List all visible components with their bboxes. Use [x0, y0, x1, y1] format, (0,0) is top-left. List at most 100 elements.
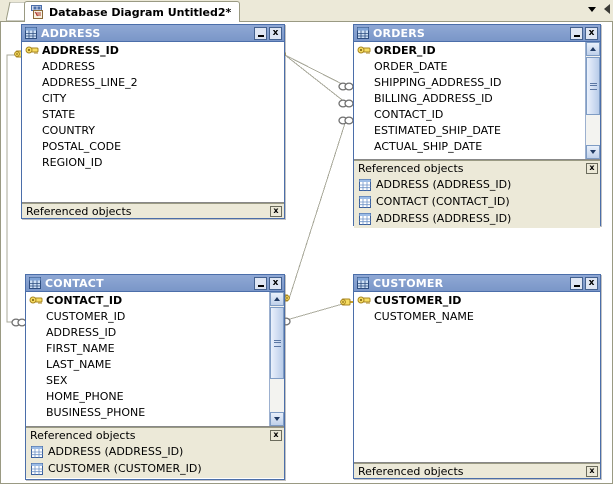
column-list: ORDER_ID ORDER_DATE SHIPPING_ADDRESS_ID …	[354, 42, 585, 155]
column-row[interactable]: ADDRESS_ID	[26, 325, 269, 341]
column-name: FIRST_NAME	[46, 342, 115, 355]
close-icon[interactable]: x	[586, 162, 598, 174]
table-title-bar[interactable]: CUSTOMER x	[354, 275, 600, 292]
scrollbar-thumb[interactable]	[586, 57, 600, 115]
column-row[interactable]: CONTACT_ID	[26, 293, 269, 309]
vertical-scrollbar[interactable]	[269, 292, 284, 426]
referenced-objects-bar: Referenced objects x	[354, 160, 600, 175]
referenced-object-item[interactable]: ADDRESS (ADDRESS_ID)	[354, 210, 600, 227]
close-button[interactable]: x	[585, 26, 598, 40]
primary-key-icon	[357, 294, 371, 308]
column-name: CUSTOMER_ID	[46, 310, 126, 323]
column-row[interactable]: ADDRESS_ID	[22, 43, 284, 59]
column-row[interactable]: CUSTOMER_ID	[26, 309, 269, 325]
column-row[interactable]: POSTAL_CODE	[22, 139, 284, 155]
column-row[interactable]: FIRST_NAME	[26, 341, 269, 357]
close-icon[interactable]: x	[586, 465, 598, 477]
referenced-object-item[interactable]: ADDRESS (ADDRESS_ID)	[26, 443, 284, 460]
relationship-line-customer-contact	[282, 302, 347, 322]
column-list: ADDRESS_ID ADDRESS ADDRESS_LINE_2 CITY S…	[22, 42, 284, 171]
key-slot-empty	[357, 310, 371, 324]
table-name: ORDERS	[373, 26, 426, 40]
table-window-address[interactable]: ADDRESS x ADDRESS_ID ADDRESS ADDRESS_LIN…	[21, 24, 285, 219]
column-name: ORDER_DATE	[374, 60, 448, 73]
referenced-object-item[interactable]: ADDRESS (ADDRESS_ID)	[354, 176, 600, 193]
column-name: ESTIMATED_SHIP_DATE	[374, 124, 501, 137]
referenced-object-item[interactable]: CUSTOMER (CUSTOMER_ID)	[26, 460, 284, 477]
scroll-up-button[interactable]	[270, 292, 284, 306]
relationship-line-contact-orders	[288, 119, 347, 300]
scrollbar-thumb[interactable]	[270, 307, 284, 379]
column-row[interactable]: ACTUAL_SHIP_DATE	[354, 139, 585, 155]
scroll-left-icon[interactable]	[604, 4, 610, 14]
close-button[interactable]: x	[269, 276, 282, 290]
column-name: POSTAL_CODE	[42, 140, 122, 153]
table-window-buttons: x	[254, 276, 282, 290]
minimize-button[interactable]	[570, 276, 583, 290]
table-title-bar[interactable]: ORDERS x	[354, 25, 600, 42]
table-columns-body: CONTACT_ID CUSTOMER_ID ADDRESS_ID FIRST_…	[26, 292, 284, 427]
close-button[interactable]: x	[585, 276, 598, 290]
column-row[interactable]: ORDER_DATE	[354, 59, 585, 75]
column-row[interactable]: CONTACT_ID	[354, 107, 585, 123]
table-window-orders[interactable]: ORDERS x ORDER_ID ORDER_DATE SHIPPING_AD…	[353, 24, 601, 228]
column-row[interactable]: REGION_ID	[22, 155, 284, 171]
close-icon[interactable]: x	[270, 205, 282, 217]
column-name: ADDRESS_LINE_2	[42, 76, 138, 89]
referenced-objects-label: Referenced objects	[30, 428, 136, 442]
chevron-down-icon[interactable]	[588, 6, 596, 12]
editor-tab-strip: Database Diagram Untitled2*	[0, 0, 613, 22]
table-window-contact[interactable]: CONTACT x CONTACT_ID CUSTOMER_ID ADDRESS…	[25, 274, 285, 480]
column-row[interactable]: HOME_PHONE	[26, 389, 269, 405]
minimize-button[interactable]	[254, 276, 267, 290]
diagram-canvas[interactable]: ADDRESS x ADDRESS_ID ADDRESS ADDRESS_LIN…	[0, 22, 613, 484]
referenced-objects-label: Referenced objects	[358, 464, 464, 478]
table-columns-body: ORDER_ID ORDER_DATE SHIPPING_ADDRESS_ID …	[354, 42, 600, 160]
scroll-down-button[interactable]	[586, 145, 600, 159]
table-window-buttons: x	[570, 26, 598, 40]
column-row[interactable]: ORDER_ID	[354, 43, 585, 59]
minimize-button[interactable]	[570, 26, 583, 40]
column-row[interactable]: CITY	[22, 91, 284, 107]
column-row[interactable]: ADDRESS_LINE_2	[22, 75, 284, 91]
column-row[interactable]: SHIPPING_ADDRESS_ID	[354, 75, 585, 91]
close-icon[interactable]: x	[270, 429, 282, 441]
close-button[interactable]: x	[269, 26, 282, 40]
column-name: BILLING_ADDRESS_ID	[374, 92, 493, 105]
relationship-line-address-orders-billing	[284, 54, 347, 104]
key-slot-empty	[357, 92, 371, 106]
vertical-scrollbar[interactable]	[585, 42, 600, 159]
table-columns-body: ADDRESS_ID ADDRESS ADDRESS_LINE_2 CITY S…	[22, 42, 284, 203]
referenced-objects-bar: Referenced objects x	[26, 427, 284, 442]
column-list: CUSTOMER_ID CUSTOMER_NAME	[354, 292, 600, 325]
column-row[interactable]: ADDRESS	[22, 59, 284, 75]
table-name: CUSTOMER	[373, 276, 444, 290]
key-slot-empty	[25, 156, 39, 170]
column-row[interactable]: ESTIMATED_SHIP_DATE	[354, 123, 585, 139]
referenced-objects-bar: Referenced objects x	[22, 203, 284, 218]
column-name: CUSTOMER_NAME	[374, 310, 474, 323]
table-window-buttons: x	[254, 26, 282, 40]
column-row[interactable]: STATE	[22, 107, 284, 123]
column-row[interactable]: COUNTRY	[22, 123, 284, 139]
tab-database-diagram[interactable]: Database Diagram Untitled2*	[24, 1, 241, 22]
table-title-bar[interactable]: CONTACT x	[26, 275, 284, 292]
column-row[interactable]: SEX	[26, 373, 269, 389]
connector-many-icon	[338, 81, 354, 94]
column-row[interactable]: CUSTOMER_NAME	[354, 309, 600, 325]
key-slot-empty	[357, 76, 371, 90]
key-slot-empty	[29, 374, 43, 388]
table-title-bar[interactable]: ADDRESS x	[22, 25, 284, 42]
column-row[interactable]: BILLING_ADDRESS_ID	[354, 91, 585, 107]
column-row[interactable]: BUSINESS_PHONE	[26, 405, 269, 421]
minimize-button[interactable]	[254, 26, 267, 40]
column-row[interactable]: CUSTOMER_ID	[354, 293, 600, 309]
column-row[interactable]: LAST_NAME	[26, 357, 269, 373]
key-slot-empty	[357, 124, 371, 138]
scroll-down-button[interactable]	[270, 412, 284, 426]
table-name: ADDRESS	[41, 26, 101, 40]
scroll-up-button[interactable]	[586, 42, 600, 56]
table-window-customer[interactable]: CUSTOMER x CUSTOMER_ID CUSTOMER_NAME	[353, 274, 601, 479]
referenced-object-item[interactable]: CONTACT (CONTACT_ID)	[354, 193, 600, 210]
